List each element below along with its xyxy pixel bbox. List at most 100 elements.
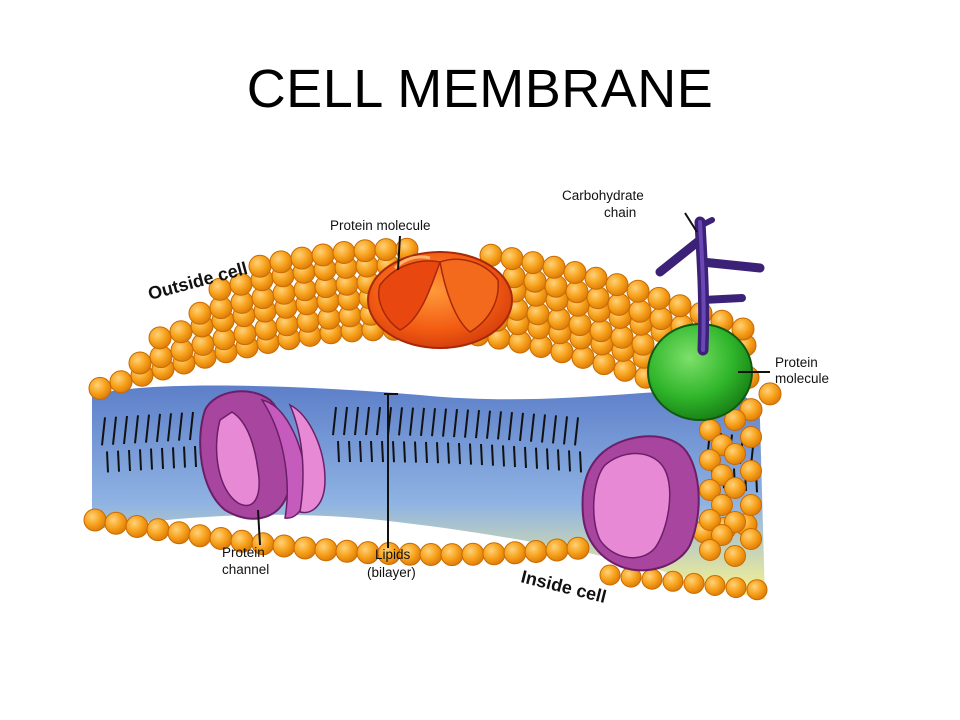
lipid-head [169,320,193,344]
lipid-tail [519,412,527,468]
lipid-head [683,572,705,594]
lipid-head [592,352,616,376]
lipid-tail [189,411,197,468]
lipid-head [500,247,524,271]
page-title: CELL MEMBRANE [246,59,714,119]
lipid-head [740,494,762,516]
lipid-head [607,292,631,316]
lipid-head [419,543,443,566]
lipid-head [104,511,128,535]
lipid-tail [156,413,164,469]
lipid-head [699,479,721,501]
label-protein-right-1: Protein [775,355,818,370]
label-carbohydrate: Carbohydrate [562,188,644,203]
lipid-head [740,426,762,448]
lipid-head [628,299,652,323]
lipid-head [269,250,293,274]
lipid-tail [134,415,142,471]
lipid-tail [420,407,428,463]
lipid-head [704,575,726,596]
lipid-head [724,443,746,465]
lipid-head [647,286,671,310]
lipid-head [314,538,338,562]
lipid-head [724,545,746,567]
lipid-head [668,294,692,318]
lipid-head [711,494,733,516]
lipid-head [125,515,149,538]
lipid-tail [365,406,373,463]
label-protein-right-2: molecule [775,371,829,386]
lipid-tail [354,406,362,463]
lipid-tail [167,413,175,469]
label-carbohydrate-chain: chain [604,205,636,220]
lipid-head [746,579,768,601]
lipid-head [740,460,762,482]
lipid-head [167,521,191,545]
lipid-head [699,539,721,561]
lipid-head [610,325,634,349]
lipid-head [335,539,359,563]
lipid-head [566,536,590,560]
lipid-tail [398,407,406,463]
lipid-head [461,542,485,566]
lipid-head [699,509,721,531]
lipid-head [662,570,684,592]
lipid-tail [541,414,549,470]
protein-molecule-top [367,251,513,349]
lipid-head [699,449,721,471]
lipid-tail [574,417,582,473]
lipid-head [605,273,629,297]
leader-lines [257,212,770,548]
lipid-head [148,326,172,350]
lipid-heads-bottom [83,508,768,601]
lipid-tail [453,408,461,465]
lipid-head [599,564,621,586]
protein-channel-right [581,435,700,572]
lipid-head [482,542,506,566]
lipid-head [188,301,212,325]
lipid-head [83,508,107,532]
lipid-head [725,577,747,599]
lipid-head [584,266,608,290]
lipid-head [711,524,733,546]
lipid-head [626,279,650,303]
lipid-head [565,280,589,304]
lipid-head [311,243,335,267]
label-inside-cell: Inside cell [519,566,608,606]
lipid-head [613,358,637,382]
lipid-tail [464,409,472,465]
lipid-tail [376,406,384,463]
lipid-tail [497,411,505,467]
lipid-head [128,351,152,375]
lipid-head [649,307,673,331]
lipid-head [503,541,527,565]
lipid-head [353,239,377,263]
lipid-head [332,241,356,264]
lipid-head [724,409,746,431]
lipid-head [542,255,566,279]
lipid-tail [442,408,450,464]
lipid-tail [563,416,571,472]
lipid-tail [101,417,109,473]
lipid-head [188,524,212,548]
label-bilayer: (bilayer) [367,565,416,580]
lipid-tail [332,406,340,463]
lipid-tail [112,416,120,472]
lipid-tail [145,414,153,470]
lipid-tail [431,408,439,464]
lipid-head [88,376,112,400]
lipid-head [524,540,548,563]
lipid-head [374,238,398,262]
lipid-head [545,538,569,562]
protein-channel-left [199,390,326,520]
lipid-tail [552,415,560,471]
label-lipids: Lipids [375,547,411,562]
lipid-head [758,382,782,406]
label-protein-channel-1: Protein [222,545,265,560]
lipid-tail [178,412,186,468]
lipid-head [739,398,763,422]
lipid-head [589,319,613,343]
lipid-head [293,536,317,560]
lipid-tail [123,415,131,472]
